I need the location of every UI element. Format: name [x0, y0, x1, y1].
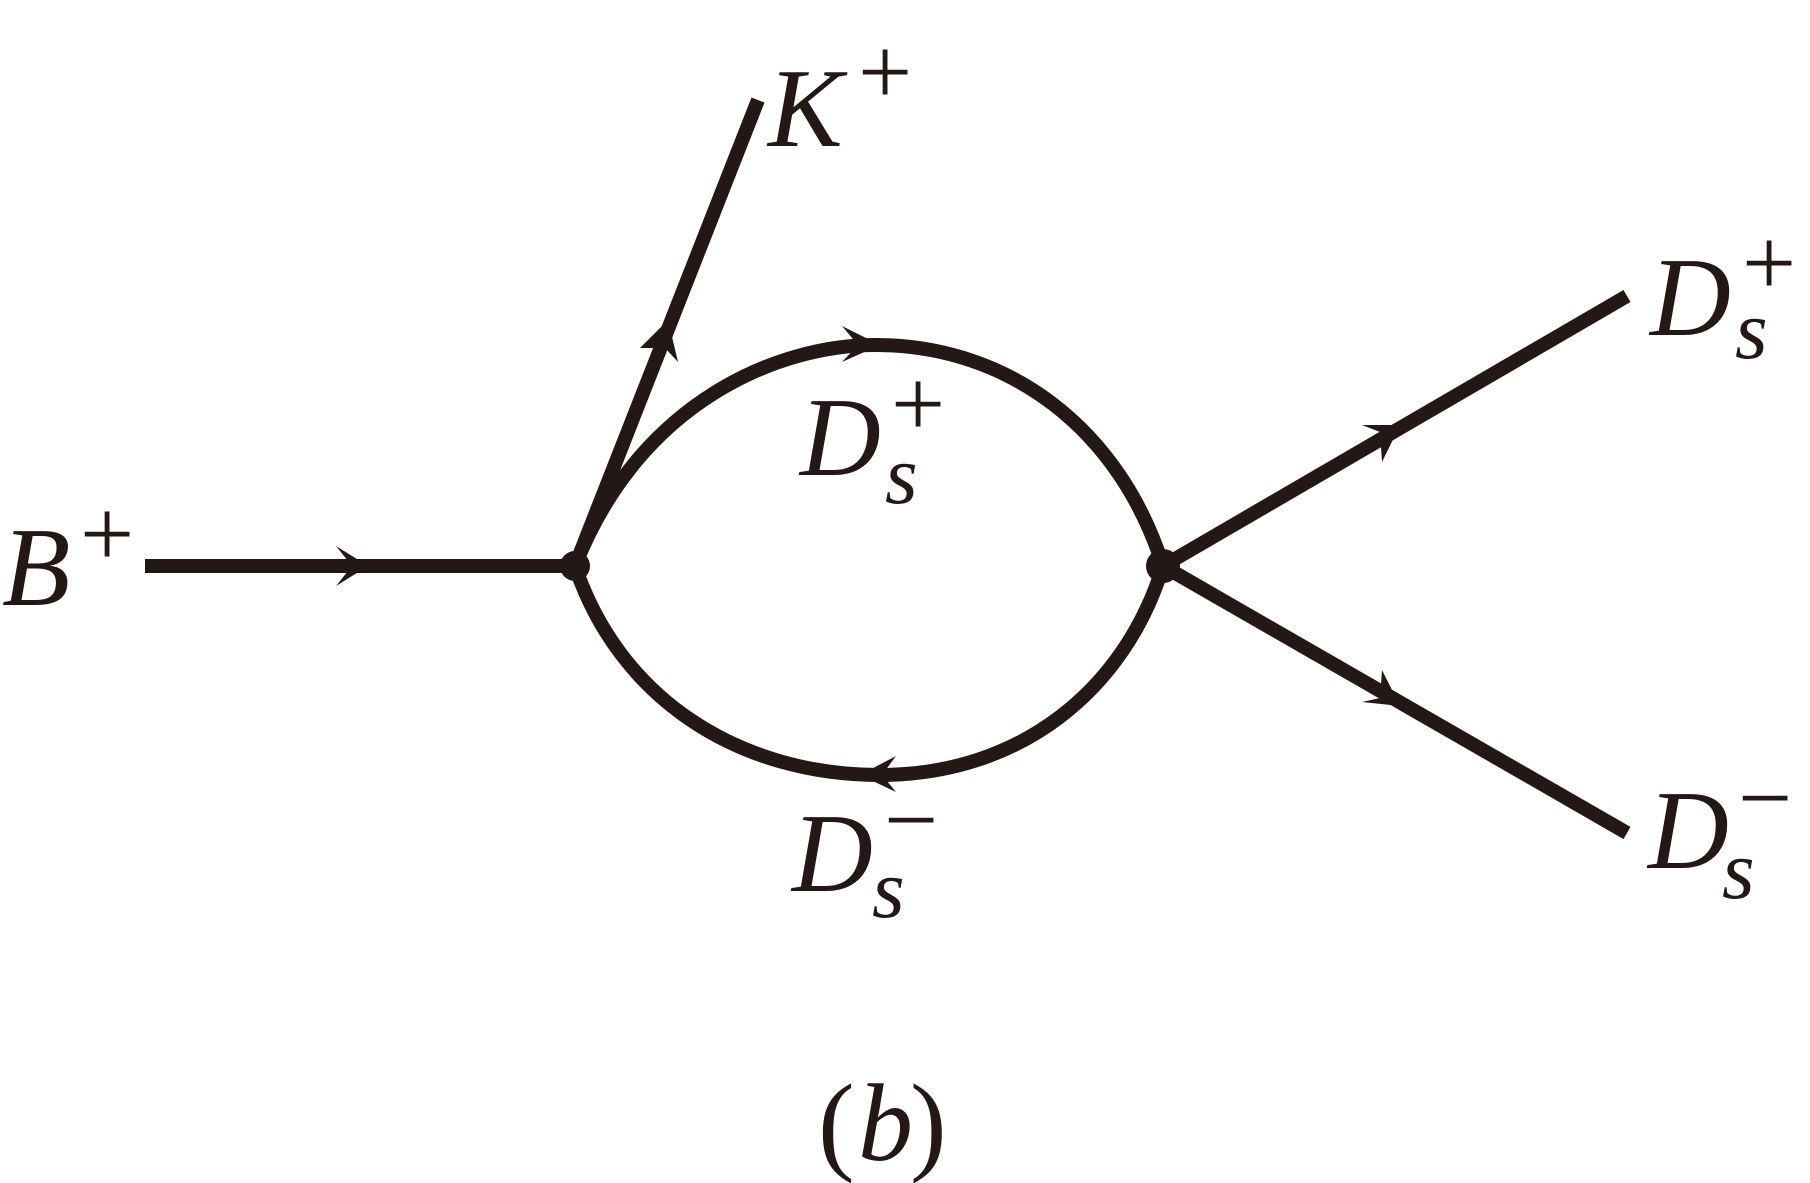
- label-loop-ds-minus-name: D: [790, 792, 873, 916]
- label-k-plus-name: K: [766, 47, 848, 171]
- label-loop-ds-plus: D s +: [798, 350, 945, 522]
- label-loop-ds-plus-name: D: [798, 376, 881, 500]
- vertex-right: [1146, 549, 1180, 583]
- label-out-ds-minus-name: D: [1646, 769, 1729, 893]
- caption-letter: b: [858, 1062, 913, 1183]
- label-out-ds-minus-charge: −: [1738, 744, 1792, 851]
- label-loop-ds-plus-sub: s: [885, 429, 918, 522]
- diagram-caption: ( b ): [818, 1062, 947, 1183]
- vertex-left: [560, 551, 590, 581]
- label-out-ds-minus-sub: s: [1722, 824, 1755, 917]
- label-out-ds-plus-sub: s: [1735, 284, 1768, 377]
- label-b-plus-charge: +: [80, 480, 134, 587]
- arrow-loop-lower-icon: [860, 756, 896, 792]
- label-k-plus: K +: [766, 18, 912, 171]
- arrow-out-lower-icon: [1362, 670, 1400, 706]
- label-loop-ds-minus-sub: s: [872, 843, 905, 936]
- label-out-ds-plus-charge: +: [1742, 209, 1796, 316]
- label-k-plus-charge: +: [858, 18, 912, 125]
- loop-lower-line: [568, 563, 1170, 783]
- label-loop-ds-minus: D s −: [790, 766, 938, 936]
- arrow-out-upper-icon: [1362, 425, 1400, 462]
- label-loop-ds-minus-charge: −: [884, 766, 938, 873]
- label-b-plus: B +: [2, 480, 134, 630]
- label-out-ds-plus-name: D: [1648, 236, 1731, 360]
- arrow-b-plus-icon: [336, 546, 368, 586]
- caption-open-paren: (: [818, 1062, 855, 1183]
- label-loop-ds-plus-charge: +: [891, 350, 945, 457]
- label-out-ds-plus: D s +: [1648, 209, 1796, 377]
- caption-close-paren: ): [910, 1062, 947, 1183]
- arrow-k-plus-icon: [640, 320, 678, 362]
- arrow-loop-upper-icon: [842, 326, 880, 362]
- label-out-ds-minus: D s −: [1646, 744, 1792, 917]
- label-b-plus-name: B: [2, 506, 70, 630]
